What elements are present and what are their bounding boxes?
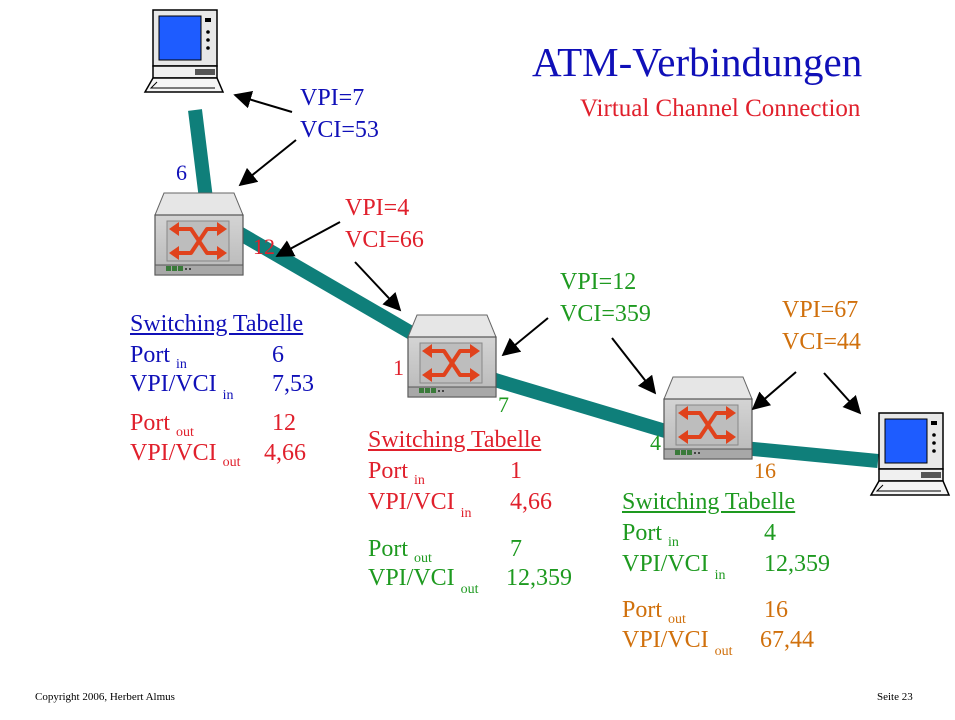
label-b-vci: VCI=66 — [345, 227, 424, 253]
atm-switch-2-icon — [406, 313, 498, 399]
subscript-out: out — [460, 582, 479, 597]
port-label-7: 7 — [498, 392, 509, 417]
table2-port-out-label: Port out — [368, 537, 432, 566]
table1-vc-out-label: VPI/VCI out — [130, 441, 241, 470]
table3-port-out-label: Port out — [622, 598, 686, 627]
table3-vc-in-value: 12,359 — [764, 551, 830, 577]
table3-port-out-value: 16 — [764, 597, 788, 623]
table1-vc-in-label: VPI/VCI in — [130, 372, 234, 403]
table2-port-in-value: 1 — [510, 458, 522, 484]
table1-vc-out-value: 4,66 — [264, 440, 306, 466]
label-b-vpi: VPI=4 — [345, 195, 410, 221]
table1-port-in-label: Port in — [130, 343, 187, 372]
slide-subtitle: Virtual Channel Connection — [580, 95, 861, 122]
table3-header: Switching Tabelle — [622, 489, 796, 515]
table1-vc-in-value: 7,53 — [272, 371, 314, 397]
table2-port-out-value: 7 — [510, 536, 522, 562]
subscript-in: in — [176, 357, 187, 372]
terminal-right-icon — [870, 412, 950, 496]
vpivci-word: VPI/VCI — [622, 627, 709, 653]
port-label-1: 1 — [393, 355, 404, 380]
port-label-16: 16 — [754, 458, 776, 483]
table1-port-out-value: 12 — [272, 410, 296, 436]
subscript-in: in — [460, 506, 472, 521]
atm-switch-1-icon — [153, 191, 245, 277]
vpivci-word: VPI/VCI — [130, 440, 217, 466]
table3-port-in-label: Port in — [622, 521, 679, 550]
vpivci-word: VPI/VCI — [368, 489, 455, 515]
port-word: Port — [622, 520, 663, 546]
table3-vc-out-label: VPI/VCI out — [622, 628, 733, 659]
table1-port-out-label: Port out — [130, 411, 194, 440]
vpivci-word: VPI/VCI — [130, 371, 217, 397]
label-c-vci: VCI=359 — [560, 301, 651, 327]
terminal-left-icon — [144, 9, 224, 93]
atm-switch-3-icon — [662, 375, 754, 461]
table2-vc-in-value: 4,66 — [510, 489, 552, 515]
table3-vc-in-label: VPI/VCI in — [622, 552, 726, 583]
port-label-12: 12 — [253, 234, 275, 259]
table2-header: Switching Tabelle — [368, 427, 542, 453]
table2-vc-out-value: 12,359 — [506, 565, 572, 591]
subscript-out: out — [714, 644, 733, 659]
port-word: Port — [130, 410, 171, 436]
port-word: Port — [368, 458, 409, 484]
label-d-vci: VCI=44 — [782, 329, 861, 355]
slide-title: ATM-Verbindungen — [532, 39, 863, 85]
port-label-6: 6 — [176, 160, 187, 185]
vpivci-word: VPI/VCI — [368, 565, 455, 591]
footer-page-number: Seite 23 — [877, 691, 913, 703]
table1-header: Switching Tabelle — [130, 311, 304, 337]
table3-vc-out-value: 67,44 — [760, 627, 814, 653]
atm-link — [188, 109, 879, 468]
subscript-in: in — [714, 568, 726, 583]
annotation-arrows — [233, 91, 862, 415]
table1-port-in-value: 6 — [272, 342, 284, 368]
table2-port-in-label: Port in — [368, 459, 425, 488]
table2-vc-out-label: VPI/VCI out — [368, 566, 479, 597]
port-word: Port — [368, 536, 409, 562]
subscript-in: in — [414, 473, 425, 488]
table3-port-in-value: 4 — [764, 520, 776, 546]
label-c-vpi: VPI=12 — [560, 269, 637, 295]
subscript-in: in — [668, 535, 679, 550]
label-a-vpi: VPI=7 — [300, 85, 365, 111]
vpivci-word: VPI/VCI — [622, 551, 709, 577]
label-a-vci: VCI=53 — [300, 117, 379, 143]
subscript-out: out — [176, 425, 194, 440]
label-d-vpi: VPI=67 — [782, 297, 859, 323]
port-word: Port — [130, 342, 171, 368]
port-word: Port — [622, 597, 663, 623]
subscript-out: out — [414, 551, 432, 566]
table2-vc-in-label: VPI/VCI in — [368, 490, 472, 521]
subscript-out: out — [668, 612, 686, 627]
footer-copyright: Copyright 2006, Herbert Almus — [35, 691, 175, 703]
subscript-out: out — [222, 455, 241, 470]
subscript-in: in — [222, 388, 234, 403]
port-label-4: 4 — [650, 430, 661, 455]
